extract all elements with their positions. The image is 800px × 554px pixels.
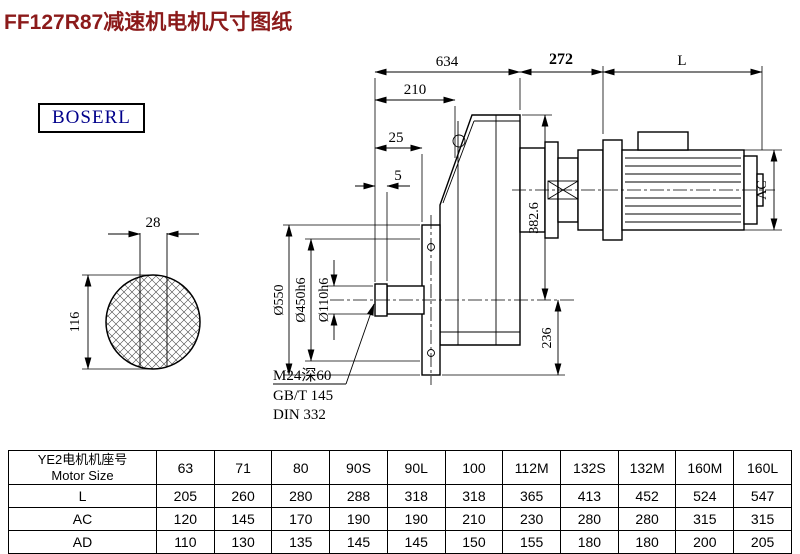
- technical-drawing: 28 116: [68, 51, 782, 423]
- table-row-label: AD: [8, 530, 157, 554]
- standard-gbt-label: GB/T 145: [273, 388, 333, 404]
- table-cell: 135: [271, 530, 331, 554]
- table-cell: 524: [675, 484, 735, 508]
- thread-note-label: M24深60: [273, 367, 331, 384]
- table-cell: 145: [386, 530, 446, 554]
- left-offset-dimensions: 210 25 5: [355, 82, 456, 281]
- dim-label-AC: AC: [755, 180, 770, 199]
- table-cell: 315: [675, 507, 735, 531]
- table-cell: 230: [502, 507, 562, 531]
- table-size-header: 100: [444, 450, 504, 485]
- gearbox-housing: [439, 114, 521, 346]
- table-cell: 280: [617, 507, 677, 531]
- table-cell: 547: [733, 484, 792, 508]
- dim-label-5: 5: [394, 168, 402, 184]
- table-cell: 120: [156, 507, 215, 531]
- dim-label-25: 25: [389, 130, 404, 146]
- standard-din-label: DIN 332: [273, 407, 326, 423]
- table-size-header: 71: [213, 450, 273, 485]
- table-cell: 130: [213, 530, 273, 554]
- table-size-header: 132M: [617, 450, 677, 485]
- table-cell: 280: [271, 484, 331, 508]
- table-cell: 170: [271, 507, 331, 531]
- table-size-header: 132S: [560, 450, 619, 485]
- diameter-dimensions: Ø550 Ø450h6 Ø110h6: [272, 224, 420, 376]
- table-cell: 315: [733, 507, 792, 531]
- top-dimension-chain: 634 272 L: [374, 51, 763, 282]
- table-cell: 200: [675, 530, 735, 554]
- table-cell: 452: [617, 484, 677, 508]
- table-cell: 190: [329, 507, 388, 531]
- dim-label-dia110: Ø110h6: [317, 278, 332, 323]
- table-cell: 365: [502, 484, 562, 508]
- table-cell: 318: [386, 484, 446, 508]
- table-cell: 205: [733, 530, 792, 554]
- table-size-header: 90S: [329, 450, 388, 485]
- table-cell: 145: [329, 530, 388, 554]
- dim-label-L: L: [677, 53, 686, 69]
- dim-label-382-6: 382.6: [527, 202, 542, 234]
- page-title: FF127R87减速机电机尺寸图纸: [4, 11, 293, 34]
- table-cell: 260: [213, 484, 273, 508]
- table-cell: 210: [444, 507, 504, 531]
- dim-label-236: 236: [540, 328, 555, 349]
- gearbox-side-view: 634 272 L 210 25 5: [272, 51, 782, 423]
- table-cell: 150: [444, 530, 504, 554]
- motor: [602, 131, 764, 241]
- dim-label-116: 116: [68, 312, 83, 332]
- shaft-section-circle: [105, 274, 201, 370]
- table-cell: 155: [502, 530, 562, 554]
- table-cell: 413: [560, 484, 619, 508]
- terminal-box: [637, 131, 689, 151]
- table-cell: 190: [386, 507, 446, 531]
- dim-label-272: 272: [549, 51, 573, 68]
- dim-label-634: 634: [436, 54, 459, 70]
- table-cell: 205: [156, 484, 215, 508]
- vertical-dimensions: 382.6 236 AC: [442, 114, 782, 376]
- dim-label-210: 210: [404, 82, 427, 98]
- table-cell: 180: [560, 530, 619, 554]
- table-size-header: 80: [271, 450, 331, 485]
- table-cell: 318: [444, 484, 504, 508]
- dim-label-28: 28: [146, 215, 161, 231]
- table-size-header: 112M: [502, 450, 562, 485]
- table-cell: 288: [329, 484, 388, 508]
- oil-plug-icon: [452, 134, 466, 148]
- table-row-label: AC: [8, 507, 157, 531]
- brand-logo: BOSERL: [38, 103, 145, 133]
- shaft-section-view: 28 116: [68, 215, 201, 370]
- table-cell: 110: [156, 530, 215, 554]
- brand-logo-text: BOSERL: [52, 107, 131, 128]
- thread-note: M24深60 GB/T 145 DIN 332: [273, 303, 375, 423]
- table-cell: 180: [617, 530, 677, 554]
- dim-label-dia550: Ø550: [272, 284, 287, 315]
- table-size-header: 160L: [733, 450, 792, 485]
- table-row-label: L: [8, 484, 157, 508]
- dim-label-dia450: Ø450h6: [294, 277, 309, 322]
- table-cell: 280: [560, 507, 619, 531]
- table-size-header: 63: [156, 450, 215, 485]
- table-cell: 145: [213, 507, 273, 531]
- table-size-header: 160M: [675, 450, 735, 485]
- table-size-header: 90L: [386, 450, 446, 485]
